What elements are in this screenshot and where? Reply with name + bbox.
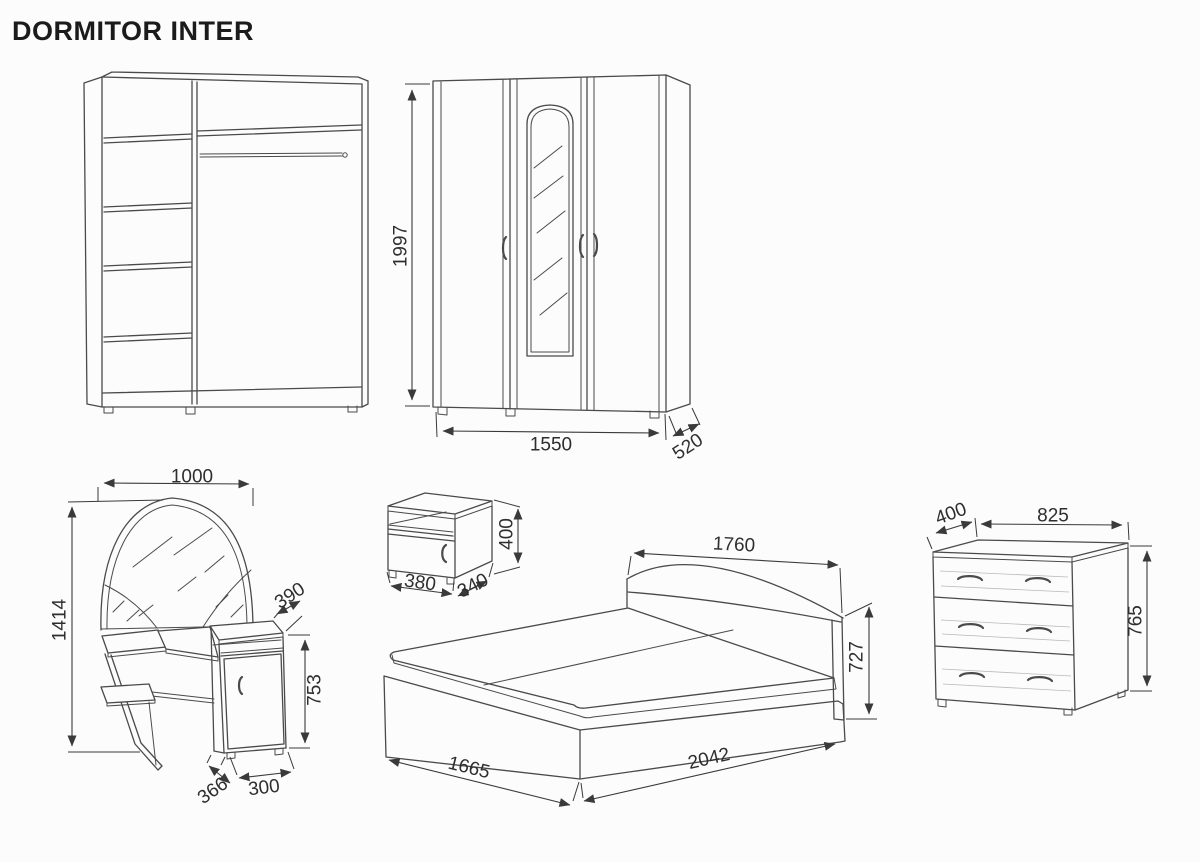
wardrobe-width-dim-label: 1550 [530,435,572,456]
vanity-top-depth-dim: 390 [271,579,309,632]
vanity-drawing: 1000 1414 390 753 366 300 [50,467,326,809]
nightstand-height-dim-label: 400 [497,518,518,550]
nightstand-width-dim-label: 380 [403,570,437,595]
vanity-height-dim-label: 1414 [50,598,71,641]
vanity-cabinet-height-dim-label: 753 [305,674,326,706]
drawer-handles [956,575,1054,683]
wardrobe-divider [191,80,198,405]
page-title: DORMITOR INTER [12,16,254,46]
nightstand-depth-dim-label: 340 [454,569,492,602]
mirror-hatching [112,527,244,622]
chest-depth-dim: 400 [926,499,973,550]
vanity-height-dim: 1414 [50,499,164,753]
bed-mattress [389,607,837,719]
vanity-base-depth-dim-label: 366 [194,773,232,808]
chest-height-dim-label: 765 [1126,605,1147,637]
vanity-base-depth-dim: 366 [194,754,232,809]
wardrobe-shelves [103,124,362,343]
drawer-grain [939,570,1072,692]
vanity-cabinet-width-dim-label: 300 [247,776,281,801]
chest-height-dim: 765 [1126,545,1152,692]
nightstand-height-dim: 400 [493,499,523,575]
bed-length-dim: 2042 [580,741,836,804]
bed-width-dim-label: 1665 [446,753,492,784]
chest-width-dim: 825 [974,506,1130,541]
bed-height-dim-label: 727 [847,641,868,673]
wardrobe-height-dim: 1997 [391,83,430,407]
hanging-rod [199,152,348,158]
vanity-cabinet-height-dim: 753 [288,634,326,749]
vanity-mirror [100,497,254,631]
chest-drawing: 400 825 765 [926,499,1152,716]
door-handle [237,675,244,696]
bed-height-dim: 727 [844,602,877,720]
vanity-cabinet-width-dim: 300 [229,751,295,801]
wardrobe-feet [103,405,358,415]
wardrobe-front-drawing: 1997 1550 520 [391,74,707,464]
wardrobe-depth-dim: 520 [668,407,707,464]
wardrobe-mirror [526,104,574,357]
wardrobe-width-dim: 1550 [435,411,667,456]
vanity-width-dim: 1000 [97,467,254,506]
wardrobe-front-feet [437,406,660,419]
wardrobe-door-handles [501,232,599,261]
bed-headboard-width-dim: 1760 [627,533,843,614]
mirror-hatching [533,145,568,316]
vanity-cabinet [209,620,287,760]
wardrobe-interior-drawing [83,71,369,415]
bed-headboard-width-dim-label: 1760 [712,533,755,556]
vanity-desk [100,620,287,771]
door-handle [441,543,448,564]
nightstand-width-dim: 380 [386,570,455,598]
bed-drawing: 1760 727 1665 2042 [383,533,877,807]
nightstand-drawing: 400 380 340 [386,492,523,603]
chest-width-dim-label: 825 [1037,506,1069,527]
vanity-top-depth-dim-label: 390 [271,579,309,614]
wardrobe-height-dim-label: 1997 [391,225,412,267]
vanity-width-dim-label: 1000 [171,467,213,488]
vanity-leg [100,653,163,771]
